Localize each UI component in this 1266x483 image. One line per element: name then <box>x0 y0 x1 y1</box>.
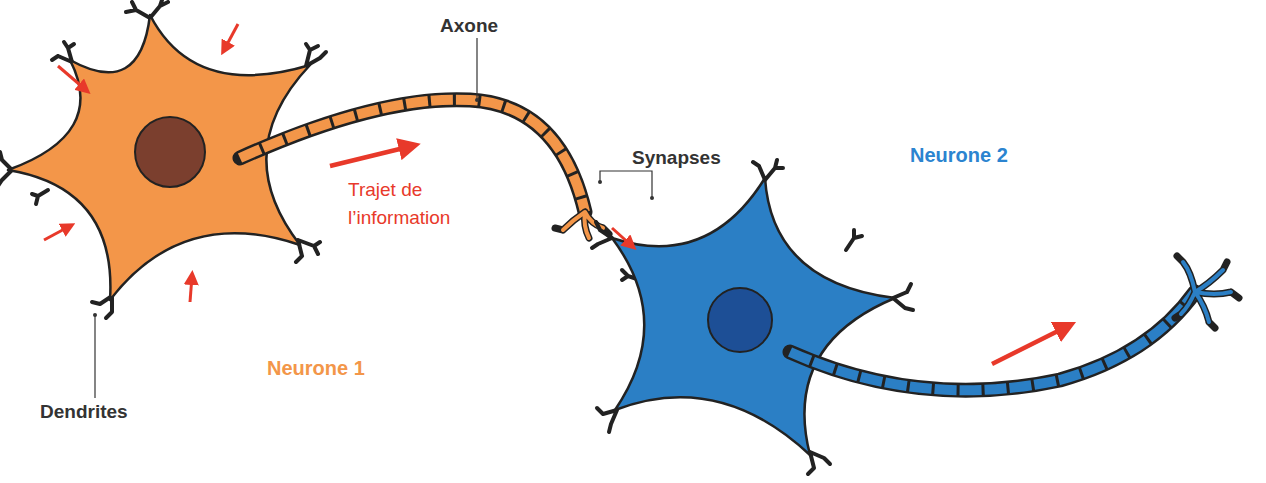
signal-arrows <box>44 24 632 302</box>
nucleus <box>708 288 772 352</box>
information-arrow <box>330 146 412 166</box>
neuron-body <box>612 178 895 455</box>
information-arrow <box>992 326 1068 364</box>
part-label: Synapses <box>632 144 721 172</box>
axon-terminal <box>555 212 609 238</box>
leader-dots <box>93 98 654 317</box>
neuron-label: Neurone 1 <box>267 354 365 382</box>
dendrite-branches <box>0 0 326 318</box>
leader-lines <box>95 38 652 398</box>
part-label: Dendrites <box>40 398 128 426</box>
axon-myelin <box>790 292 1195 390</box>
neuron-label: Neurone 2 <box>910 141 1008 169</box>
axon-terminal <box>1175 256 1239 328</box>
part-label: Axone <box>440 12 498 40</box>
dendrite-branches <box>592 160 913 474</box>
neuron-body <box>8 15 310 300</box>
information-label: Trajet de l’information <box>348 176 488 232</box>
axon-outline <box>790 292 1195 390</box>
nucleus <box>135 117 205 187</box>
